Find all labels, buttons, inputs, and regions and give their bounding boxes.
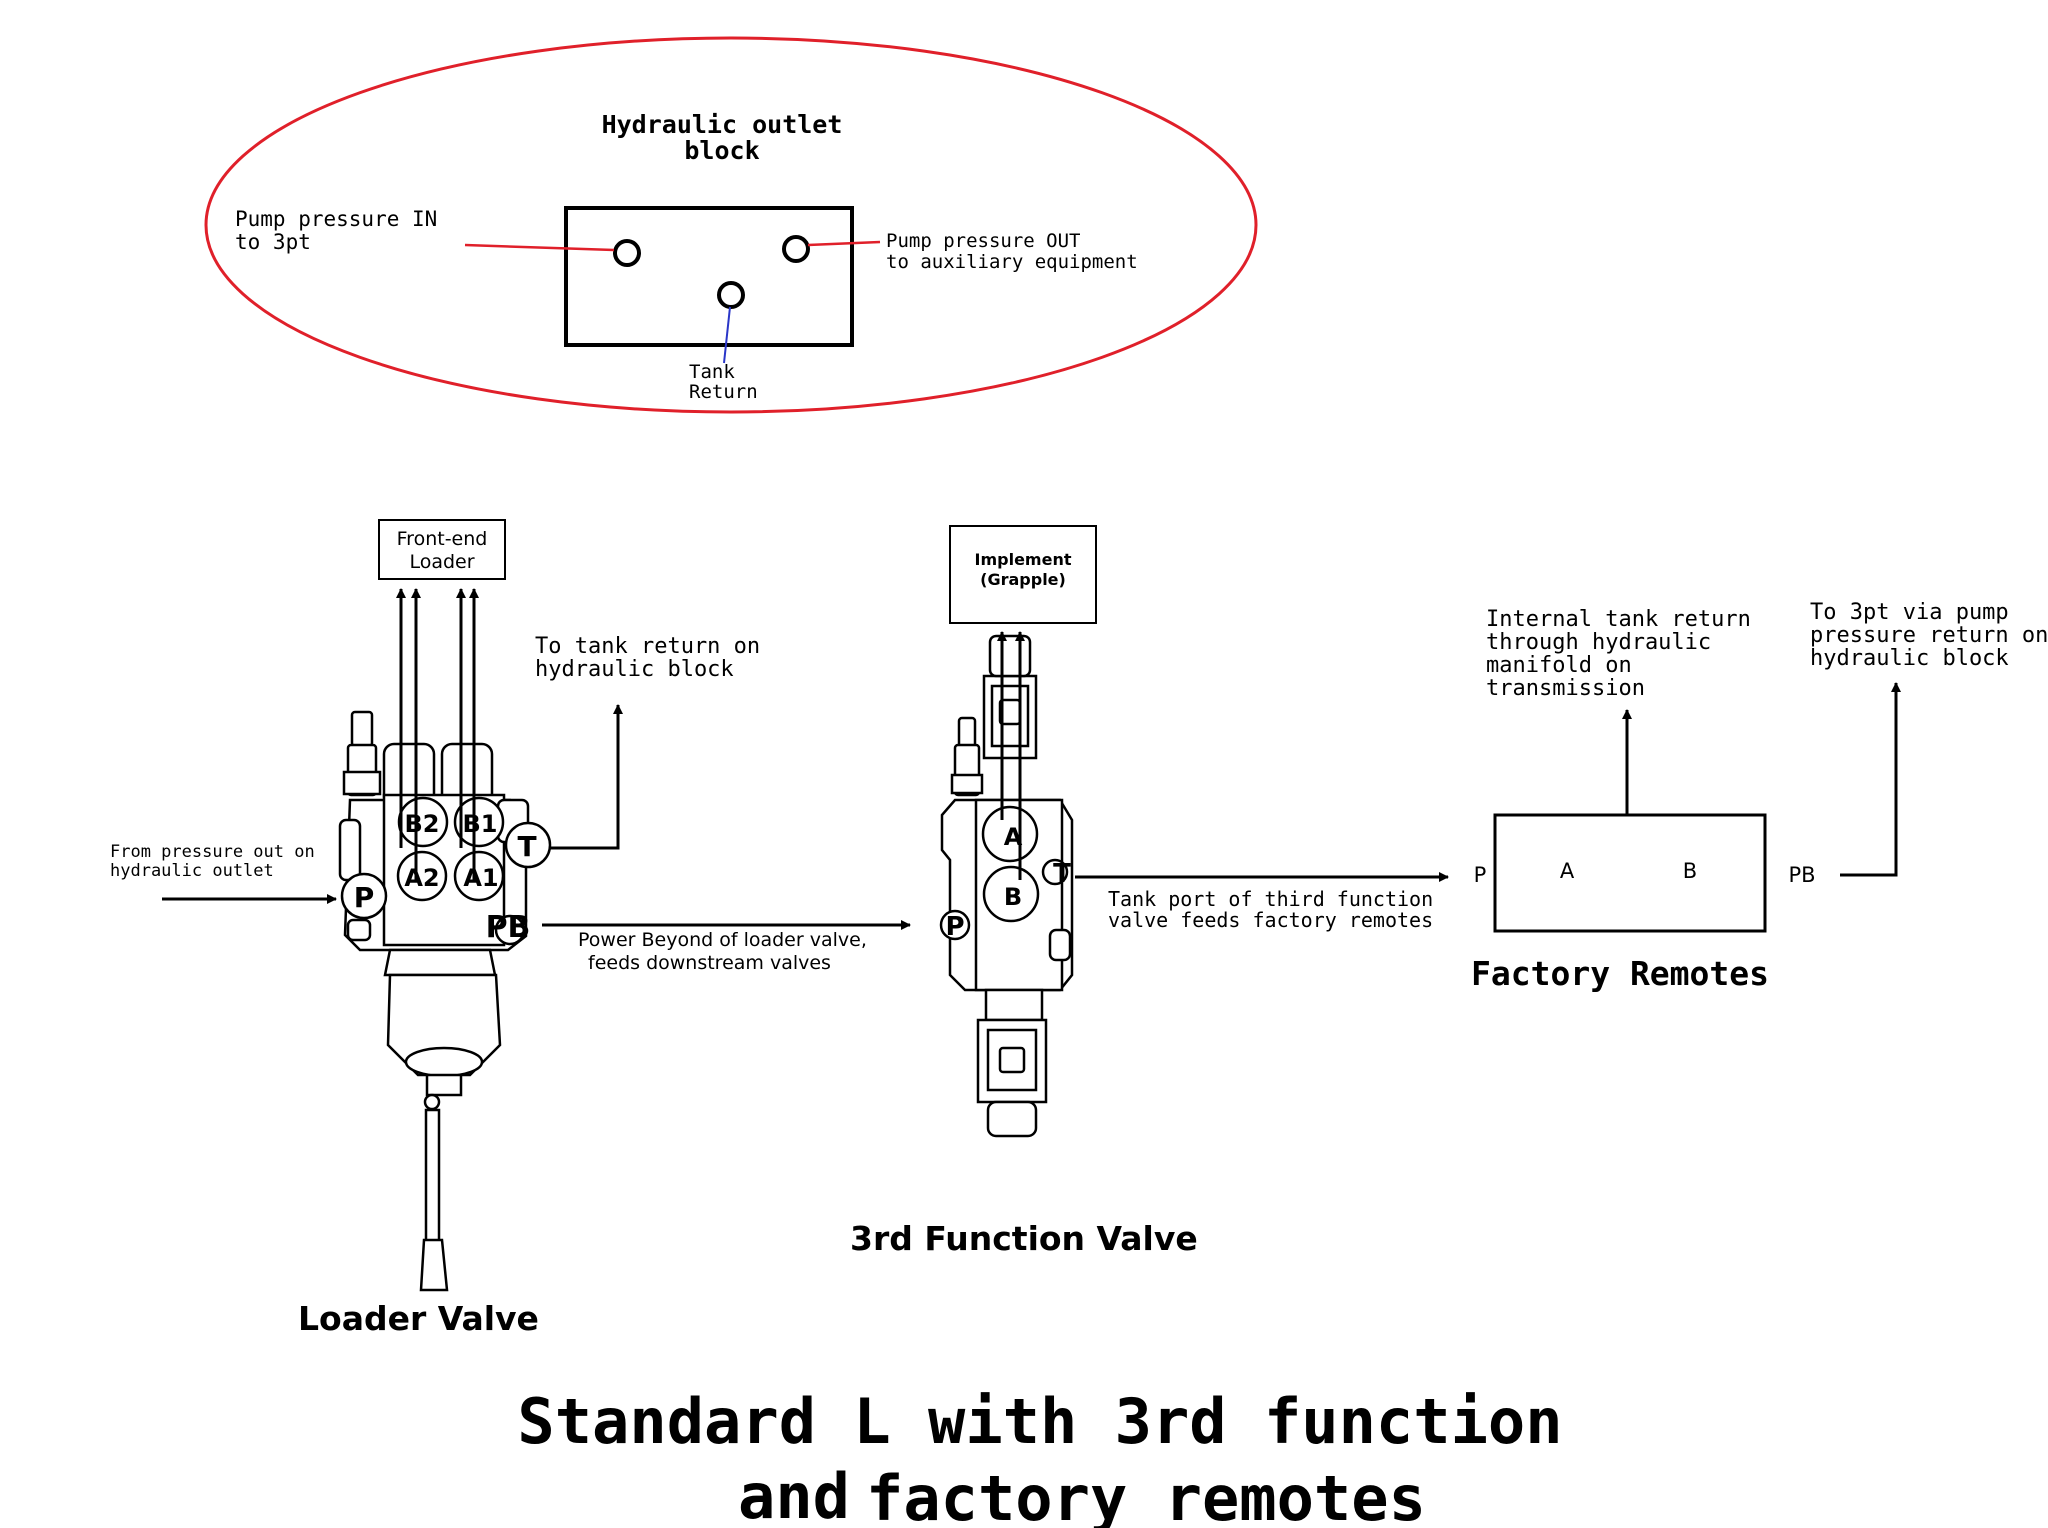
third-port-t: T bbox=[1053, 859, 1071, 889]
loader-valve-caption: Loader Valve bbox=[298, 1299, 539, 1338]
implement-box bbox=[949, 525, 1097, 624]
loader-pb-note-line1: Power Beyond of loader valve, bbox=[578, 929, 867, 951]
remotes-port-p: P bbox=[1474, 863, 1487, 887]
front-end-loader-line1: Front-end bbox=[397, 528, 488, 550]
tank-return-label-line2: Return bbox=[689, 381, 758, 403]
implement-line2: (Grapple) bbox=[980, 570, 1066, 589]
loader-port-a2: A2 bbox=[404, 864, 439, 892]
loader-tank-note-line2: hydraulic block bbox=[535, 657, 734, 682]
remotes-port-b: B bbox=[1683, 859, 1697, 883]
pump-out-leader bbox=[807, 240, 881, 247]
remotes-internal-line3: manifold on bbox=[1486, 653, 1632, 678]
third-tank-note-line1: Tank port of third function bbox=[1108, 887, 1433, 911]
loader-port-b2: B2 bbox=[405, 810, 440, 838]
loader-tank-line bbox=[550, 704, 623, 850]
outlet-block bbox=[564, 206, 854, 347]
remotes-internal-line4: transmission bbox=[1486, 676, 1645, 701]
factory-remotes-box bbox=[1493, 813, 1767, 933]
title-line2-part1: and bbox=[738, 1460, 850, 1528]
remotes-port-a: A bbox=[1560, 859, 1575, 883]
third-function-valve-illustration bbox=[939, 634, 1074, 1138]
loader-tank-note-line1: To tank return on bbox=[535, 634, 760, 659]
front-end-loader-box bbox=[378, 519, 506, 580]
remotes-3pt-line1: To 3pt via pump bbox=[1810, 600, 2009, 625]
remotes-internal-line1: Internal tank return bbox=[1486, 607, 1751, 632]
outlet-title-line1: Hydraulic outlet bbox=[602, 110, 843, 139]
loader-inlet-note-line2: hydraulic outlet bbox=[110, 861, 274, 881]
loader-valve-illustration bbox=[338, 710, 552, 1292]
loader-pb-note-line2: feeds downstream valves bbox=[588, 952, 831, 974]
outlet-title-line2: block bbox=[684, 136, 759, 165]
implement-line1: Implement bbox=[975, 550, 1072, 569]
pump-out-label-line1: Pump pressure OUT bbox=[886, 230, 1080, 252]
remotes-3pt-line3: hydraulic block bbox=[1810, 646, 2009, 671]
loader-port-t: T bbox=[517, 830, 536, 863]
factory-remotes-caption: Factory Remotes bbox=[1471, 954, 1769, 993]
tank-return-leader bbox=[723, 306, 731, 364]
loader-inlet-note-line1: From pressure out on bbox=[110, 842, 315, 862]
pump-out-port bbox=[782, 235, 810, 263]
pump-out-label-line2: to auxiliary equipment bbox=[886, 251, 1138, 273]
loader-valve-section: Front-end Loader bbox=[110, 519, 911, 1338]
main-title: Standard L with 3rd function and factory… bbox=[517, 1385, 1562, 1528]
remotes-internal-line2: through hydraulic bbox=[1486, 630, 1711, 655]
third-function-section: Implement (Grapple) bbox=[850, 525, 1449, 1258]
loader-port-pb: PB bbox=[486, 910, 531, 945]
third-port-a: A bbox=[1004, 823, 1023, 851]
title-line1: Standard L with 3rd function bbox=[517, 1385, 1562, 1458]
loader-port-p: P bbox=[354, 881, 375, 914]
front-end-loader-line2: Loader bbox=[409, 551, 474, 573]
loader-port-a1: A1 bbox=[463, 864, 498, 892]
loader-port-b1: B1 bbox=[463, 810, 498, 838]
third-port-b: B bbox=[1004, 883, 1022, 911]
pump-in-label-line2: to 3pt bbox=[235, 230, 311, 254]
remotes-3pt-line2: pressure return on bbox=[1810, 623, 2048, 648]
third-tank-note-line2: valve feeds factory remotes bbox=[1108, 908, 1433, 932]
title-line2-part2: factory remotes bbox=[866, 1462, 1426, 1528]
third-function-caption: 3rd Function Valve bbox=[850, 1219, 1198, 1258]
tank-return-label-line1: Tank bbox=[689, 361, 735, 383]
factory-remotes-section: P A B PB Internal tank return through hy… bbox=[1471, 600, 2048, 993]
third-port-p: P bbox=[945, 912, 964, 942]
pump-in-port bbox=[613, 239, 641, 267]
pump-in-leader bbox=[464, 243, 615, 252]
outlet-block-section: Hydraulic outlet block Pump pressure IN … bbox=[204, 36, 1258, 414]
pump-in-label-line1: Pump pressure IN bbox=[235, 207, 437, 231]
remotes-pb-line bbox=[1840, 682, 1901, 877]
highlight-ellipse bbox=[204, 36, 1258, 414]
remotes-port-pb: PB bbox=[1788, 863, 1815, 887]
tank-return-port bbox=[717, 281, 745, 309]
